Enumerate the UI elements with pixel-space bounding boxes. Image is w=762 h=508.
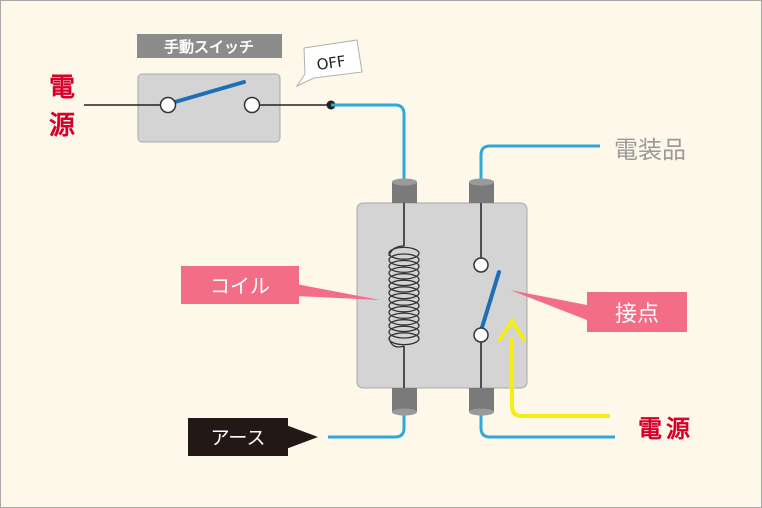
contact-label: 接点 <box>615 302 659 327</box>
coil-icon <box>388 245 420 348</box>
manual-switch-label: 手動スイッチ <box>164 38 254 56</box>
coil-lead-out <box>388 337 405 348</box>
coil-loop <box>388 305 420 319</box>
coil-loop <box>388 312 420 326</box>
speech-bubble-icon <box>295 39 363 88</box>
coil-loop <box>388 286 420 300</box>
coil-lead-in <box>388 245 405 257</box>
coil-label: コイル <box>210 274 270 298</box>
up-arrow-icon <box>497 317 527 343</box>
relay-terminal-bottom-right-cap <box>469 408 494 416</box>
coil-loop <box>388 325 420 339</box>
manual-switch-terminal-left <box>159 96 177 114</box>
wire-to-coil-top <box>331 103 406 186</box>
power-source-bottom-label: 電源 <box>638 415 694 443</box>
switch-state-label: OFF <box>315 52 346 74</box>
coil-loop <box>388 279 420 293</box>
manual-switch-label-bg <box>137 34 282 58</box>
coil-loop <box>388 273 420 287</box>
relay-terminal-top-right-cap <box>469 178 494 186</box>
coil-loop <box>388 319 420 333</box>
ground-callout-bg <box>188 418 288 456</box>
relay-terminal-top-left <box>392 182 417 203</box>
relay-body <box>356 202 528 389</box>
power-source-top-label-1: 電 <box>49 73 75 103</box>
power-source-top-label-2: 源 <box>49 111 75 141</box>
coil-loop <box>388 253 420 267</box>
manual-switch-body <box>137 73 281 143</box>
manual-switch-lever <box>166 80 246 106</box>
coil-callout-pointer <box>296 284 380 300</box>
electrical-device-label: 電装品 <box>614 136 686 164</box>
coil-loop <box>388 299 420 313</box>
contact-callout-pointer <box>510 290 592 322</box>
relay-contact-terminal-bottom <box>473 327 489 343</box>
wire-to-ground <box>328 410 406 439</box>
ground-label: アース <box>211 427 266 449</box>
wire-to-power-source <box>479 410 615 439</box>
contact-callout-bg <box>587 292 687 332</box>
manual-switch-terminal-right <box>243 96 261 114</box>
relay-terminal-top-left-cap <box>392 178 417 186</box>
relay-contact-terminal-top <box>473 257 489 273</box>
coil-loop <box>388 266 420 280</box>
wire-to-electrical-device <box>479 144 600 186</box>
coil-loop <box>388 292 420 306</box>
relay-terminal-bottom-left-cap <box>392 408 417 416</box>
coil-loop <box>388 259 420 273</box>
coil-callout-bg <box>181 266 299 304</box>
ground-callout-pointer <box>286 425 318 449</box>
current-flow-path <box>510 337 610 418</box>
relay-terminal-top-right <box>469 182 494 203</box>
relay-terminal-bottom-left <box>392 388 417 412</box>
coil-loop <box>388 246 420 260</box>
relay-contact-lever <box>478 270 501 336</box>
relay-terminal-bottom-right <box>469 388 494 412</box>
